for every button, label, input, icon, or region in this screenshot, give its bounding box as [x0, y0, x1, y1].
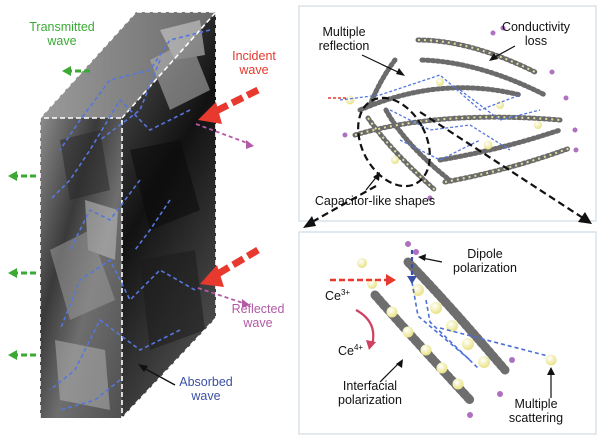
zoom-connectors [311, 111, 584, 223]
graphene-sheet [357, 85, 523, 113]
reflected-wave-upper [195, 123, 251, 145]
free-ion [357, 258, 367, 268]
graphene-sheet [419, 57, 548, 98]
incident-wave-arrow-lower [214, 246, 260, 279]
edge-groups [405, 241, 515, 418]
interfacial-pointer [379, 361, 401, 383]
ce-ions-bottom [357, 258, 557, 390]
transmitted-waves [16, 69, 90, 357]
graphene-sheet-upper [403, 257, 510, 375]
incident-wave-arrow-upper [212, 86, 260, 116]
capacitor-highlight-ellipse [357, 96, 431, 188]
incident-waves [212, 86, 260, 279]
graphene-sheet [383, 107, 455, 185]
ce-ions-top [345, 78, 542, 164]
ce4-label: Ce4+ [338, 343, 363, 358]
incident-head-lower [200, 265, 224, 287]
interfacial-paths [411, 281, 549, 369]
internal-scatter-paths [49, 29, 211, 411]
reflected-wave-lower [197, 287, 247, 305]
block-edges [39, 11, 218, 419]
multiple-reflection-pointer [361, 54, 403, 75]
zoomed-capacitor [330, 241, 557, 418]
conductivity-loss-pointer [492, 45, 516, 59]
absorber-block [39, 11, 218, 419]
graphene-network [328, 25, 579, 201]
incident-head-upper [198, 102, 222, 124]
dipole-pointer [421, 257, 443, 263]
zoom-arrow-head-left [303, 216, 316, 228]
ce-conversion-arrow [355, 309, 375, 346]
bottom-right-panel [298, 231, 597, 435]
capacitor-like-shapes-label: Capacitor-like shapes [315, 194, 435, 208]
ce3-label: Ce3+ [325, 288, 350, 303]
multiple-reflection-paths [339, 74, 541, 161]
transmitted-heads [8, 66, 71, 360]
functional-groups [342, 25, 579, 201]
zoom-arrow-head-right [578, 212, 592, 224]
flake-texture [50, 20, 210, 410]
absorbed-arrow [141, 366, 176, 386]
scattering-ion [545, 354, 557, 366]
graphene-sheet [437, 127, 563, 163]
reflected-waves [195, 123, 251, 305]
